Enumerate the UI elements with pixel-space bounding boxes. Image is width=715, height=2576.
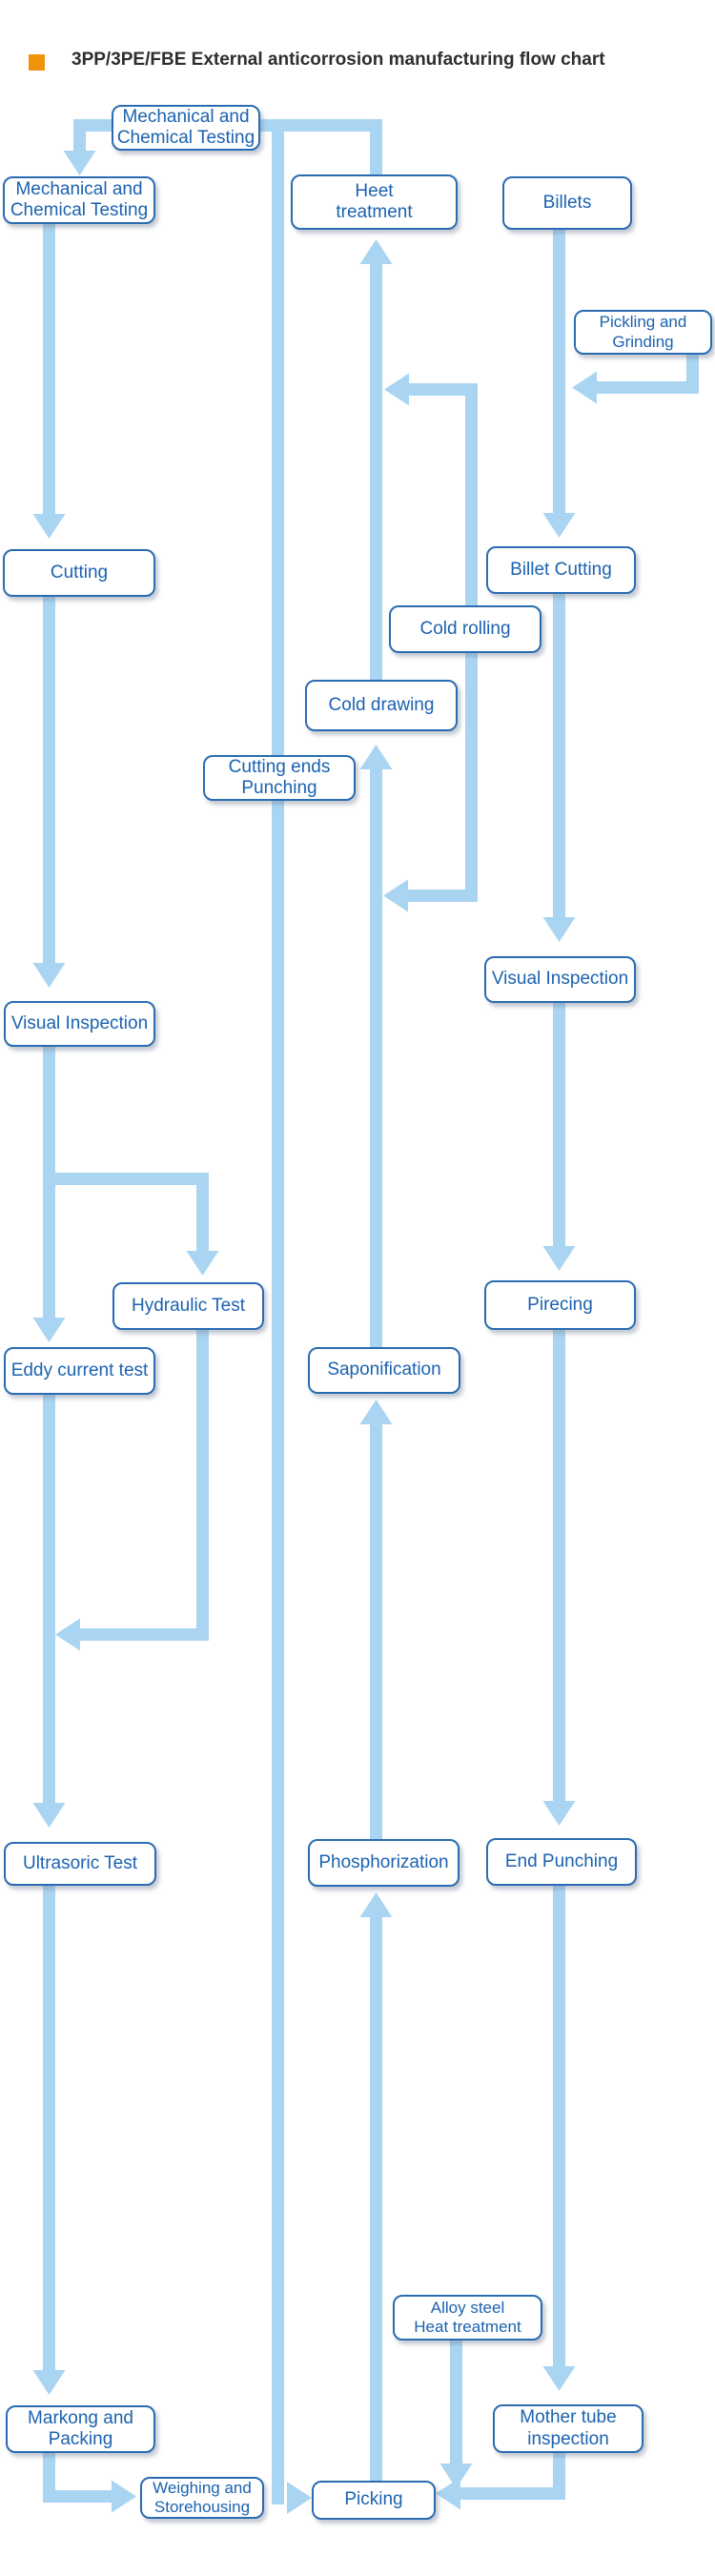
node-label: Pickling and Grinding	[599, 313, 687, 351]
arrow-billets-to-billetcutting	[542, 230, 576, 538]
node-saponification: Saponification	[308, 1347, 460, 1394]
arrow-alloy-to-picking-line	[439, 2341, 473, 2488]
node-label: Cold rolling	[419, 618, 511, 639]
node-eddy-current-test: Eddy current test	[4, 1347, 155, 1395]
node-label: Saponification	[327, 1360, 441, 1380]
node-label: Mechanical and Chemical Testing	[10, 178, 149, 220]
arrow-endpunching-to-mothertube	[542, 1886, 576, 2391]
node-end-punching: End Punching	[486, 1838, 637, 1886]
node-phosphorization: Phosphorization	[308, 1839, 460, 1887]
arrow-hydraulic-return-to-left-rail	[55, 1330, 209, 1651]
node-visual-inspection-right: Visual Inspection	[484, 956, 636, 1003]
node-mother-tube-inspection: Mother tube inspection	[493, 2404, 644, 2453]
node-cutting-ends-punching: Cutting ends Punching	[203, 755, 356, 801]
node-mechanical-chemical-testing-top: Mechanical and Chemical Testing	[112, 105, 260, 151]
node-pickling-and-grinding: Pickling and Grinding	[574, 310, 712, 355]
arrow-saponification-to-colddrawing	[359, 745, 393, 1347]
node-label: Markong and Packing	[28, 2407, 133, 2449]
node-weighing-and-storehousing: Weighing and Storehousing	[140, 2477, 264, 2519]
node-label: Ultrasoric Test	[22, 1852, 137, 1873]
arrow-phosphorization-to-saponification	[359, 1400, 393, 1839]
arrow-branch-to-hydraulic	[43, 1173, 219, 1276]
title-row: 3PP/3PE/FBE External anticorrosion manuf…	[29, 47, 605, 73]
arrow-markong-to-weighing	[43, 2453, 136, 2513]
node-pirecing: Pirecing	[484, 1280, 636, 1330]
node-label: Billet Cutting	[510, 559, 612, 580]
node-alloy-steel-heat-treatment: Alloy steel Heat treatment	[393, 2295, 542, 2341]
arrow-heet-to-testing-top-bar	[255, 119, 382, 174]
arrow-visualinspection-to-eddy	[32, 1047, 66, 1342]
arrow-ultrasoric-to-markong	[32, 1886, 66, 2395]
arrow-picking-to-phosphorization	[359, 1892, 393, 2481]
node-label: Visual Inspection	[491, 969, 629, 990]
node-label: Heet treatment	[336, 180, 413, 222]
node-label: End Punching	[504, 1850, 619, 1871]
node-label: Mechanical and Chemical Testing	[116, 106, 255, 148]
node-cold-rolling: Cold rolling	[389, 605, 541, 653]
node-ultrasoric-test: Ultrasoric Test	[4, 1842, 156, 1886]
node-label: Pirecing	[527, 1294, 593, 1315]
node-billet-cutting: Billet Cutting	[486, 546, 636, 594]
arrow-mothertube-to-picking	[436, 2453, 565, 2510]
arrow-pirecing-to-endpunching	[542, 1330, 576, 1826]
arrow-testingleft-to-cutting	[32, 224, 66, 539]
node-label: Weighing and Storehousing	[153, 2478, 252, 2516]
node-hydraulic-test: Hydraulic Test	[112, 1282, 264, 1330]
node-heet-treatment: Heet treatment	[291, 174, 458, 230]
arrow-visualinspection-to-pirecing	[542, 1003, 576, 1271]
node-picking: Picking	[312, 2481, 436, 2520]
arrow-billetcutting-to-visualinspection	[542, 594, 576, 942]
node-markong-and-packing: Markong and Packing	[6, 2405, 155, 2453]
node-label: Cutting ends Punching	[228, 756, 331, 798]
page-title: 3PP/3PE/FBE External anticorrosion manuf…	[72, 50, 605, 70]
node-billets: Billets	[502, 176, 632, 230]
arrow-eddy-to-ultrasoric	[32, 1395, 66, 1828]
arrow-coldrolling-to-colddrawing-line	[383, 653, 478, 912]
arrow-loop-line-to-picking	[272, 125, 312, 2514]
arrow-cutting-to-visualinspection	[32, 597, 66, 988]
arrow-coldrolling-to-heet	[384, 373, 478, 605]
node-label: Cold drawing	[328, 694, 435, 715]
node-cold-drawing: Cold drawing	[305, 680, 458, 731]
node-label: Visual Inspection	[10, 1012, 149, 1033]
node-label: Cutting	[50, 562, 109, 583]
arrow-testing-top-to-testing-left	[63, 119, 116, 175]
node-label: Eddy current test	[10, 1360, 149, 1380]
node-cutting: Cutting	[3, 549, 155, 597]
title-bullet-icon	[29, 53, 45, 71]
arrow-pickling-to-billets-line	[572, 355, 699, 404]
node-visual-inspection-left: Visual Inspection	[4, 1001, 155, 1047]
node-mechanical-chemical-testing-left: Mechanical and Chemical Testing	[3, 176, 155, 224]
node-label: Mother tube inspection	[520, 2407, 617, 2449]
node-label: Alloy steel Heat treatment	[414, 2298, 521, 2336]
node-label: Billets	[542, 192, 592, 213]
node-label: Phosphorization	[318, 1851, 449, 1872]
node-label: Hydraulic Test	[132, 1295, 245, 1316]
arrow-colddrawing-to-heet	[359, 239, 393, 680]
node-label: Picking	[344, 2489, 403, 2510]
